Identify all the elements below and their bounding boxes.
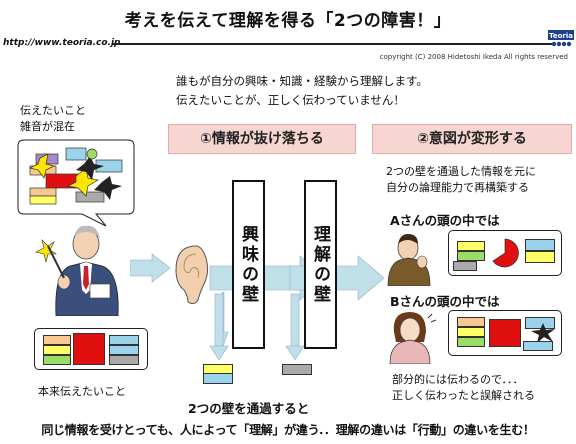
b-block-green bbox=[457, 337, 485, 347]
intro-line-2: 伝えたいことが、正しく伝わっていません！ bbox=[176, 93, 405, 107]
flow-arrows bbox=[130, 253, 385, 361]
person-a-label: Aさんの頭の中では bbox=[390, 213, 500, 228]
b-block-orange bbox=[457, 317, 485, 327]
block-gray bbox=[109, 355, 139, 365]
b-splat-shape bbox=[531, 323, 555, 343]
header-rule bbox=[112, 43, 552, 45]
original-message-card bbox=[34, 328, 148, 370]
a-block-gray bbox=[453, 261, 477, 271]
block-yellow bbox=[43, 345, 71, 355]
copyright: copyright (C) 2008 Hidetoshi Ikeda All r… bbox=[379, 53, 568, 61]
step2-box: ②意図が変形する bbox=[372, 124, 572, 154]
woman-b-icon bbox=[389, 312, 437, 364]
step1-box: ①情報が抜け落ちる bbox=[168, 124, 356, 154]
block-blue-2 bbox=[109, 345, 139, 355]
result-line-1: 部分的には伝わるので．．． bbox=[392, 373, 524, 386]
b-block-red bbox=[489, 319, 521, 347]
filtered-gray bbox=[282, 364, 312, 375]
speaker-man-icon bbox=[35, 225, 119, 316]
noise-bubble bbox=[17, 139, 135, 227]
b-block-blue bbox=[525, 317, 555, 329]
svg-text:Teoria: Teoria bbox=[549, 32, 573, 40]
intro-line-1: 誰もが自分の興味・知識・経験から理解します。 bbox=[176, 74, 428, 88]
reconstruct-text: 2つの壁を通過した情報を元に 自分の論理能力で再構築する bbox=[386, 164, 536, 196]
logo-icon: Teoria bbox=[548, 30, 574, 47]
block-red bbox=[73, 333, 105, 365]
reconstruct-line-2: 自分の論理能力で再構築する bbox=[386, 181, 529, 194]
block-orange bbox=[43, 335, 71, 345]
through-label: 2つの壁を通過すると bbox=[188, 401, 310, 416]
speaker-note-line-1: 伝えたいこと bbox=[20, 104, 86, 117]
a-block-green bbox=[457, 251, 485, 261]
intro-text: 誰もが自分の興味・知識・経験から理解します。 伝えたいことが、正しく伝わっていま… bbox=[176, 72, 428, 110]
person-b-label: Bさんの頭の中では bbox=[390, 294, 500, 309]
person-b-card bbox=[448, 310, 562, 356]
reconstruct-line-1: 2つの壁を通過した情報を元に bbox=[386, 165, 536, 178]
a-block-blue bbox=[525, 239, 555, 251]
a-pie-shape bbox=[492, 238, 519, 268]
block-green bbox=[43, 355, 71, 365]
filtered-blue bbox=[203, 373, 233, 384]
b-block-blue-2 bbox=[523, 341, 553, 351]
conclusion-text: 同じ情報を受けとっても、人によって「理解」が違う．．理解の違いは「行動」の違いを… bbox=[41, 423, 535, 437]
speaker-note-line-2: 雑音が混在 bbox=[20, 120, 75, 133]
person-a-card bbox=[448, 230, 562, 276]
result-line-2: 正しく伝わったと誤解される bbox=[392, 389, 535, 402]
page-title: 考えを伝えて理解を得る「2つの障害！」 bbox=[124, 11, 452, 31]
result-text: 部分的には伝わるので．．． 正しく伝わったと誤解される bbox=[392, 372, 535, 404]
original-label: 本来伝えたいこと bbox=[38, 385, 126, 398]
site-url[interactable]: http://www.teoria.co.jp bbox=[3, 38, 121, 48]
ear-icon bbox=[175, 245, 209, 305]
speaker-note: 伝えたいこと 雑音が混在 bbox=[20, 103, 86, 135]
block-blue bbox=[109, 335, 139, 345]
interest-wall: 興味の壁 bbox=[232, 180, 265, 349]
man-a-icon bbox=[387, 234, 431, 286]
a-block-yellow-2 bbox=[525, 251, 555, 263]
b-block-yellow bbox=[457, 327, 485, 337]
understanding-wall: 理解の壁 bbox=[304, 180, 337, 349]
a-block-yellow bbox=[457, 241, 485, 251]
